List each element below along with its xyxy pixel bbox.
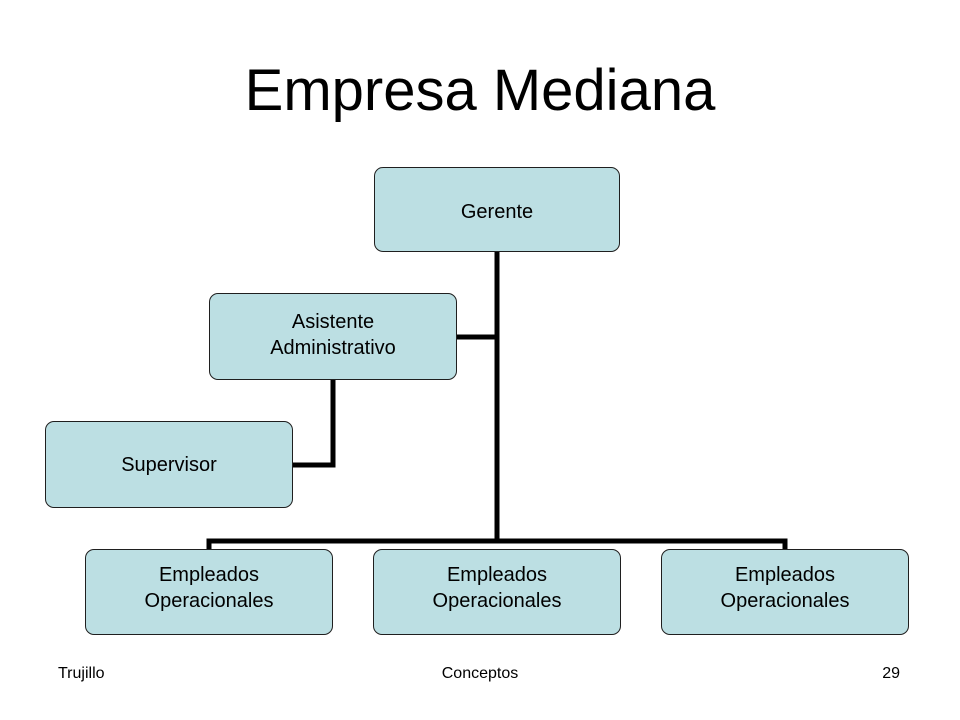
footer-left-text: Trujillo bbox=[58, 665, 105, 682]
footer-center-text: Conceptos bbox=[441, 665, 519, 682]
node-employee-label: Empleados Operacionales bbox=[432, 564, 562, 612]
node-gerente: Gerente bbox=[374, 167, 620, 252]
node-employee-label: Empleados Operacionales bbox=[144, 564, 274, 612]
node-empleados-operacionales-2: Empleados Operacionales bbox=[373, 549, 621, 635]
slide-title: Empresa Mediana bbox=[244, 58, 716, 123]
footer-page-number: 29 bbox=[882, 665, 900, 682]
node-asistente-administrativo: Asistente Administrativo bbox=[209, 293, 457, 380]
node-gerente-label: Gerente bbox=[460, 201, 534, 223]
node-empleados-operacionales-3: Empleados Operacionales bbox=[661, 549, 909, 635]
node-supervisor-label: Supervisor bbox=[121, 453, 217, 476]
node-employee-label: Empleados Operacionales bbox=[720, 564, 850, 612]
node-asistente-label: Asistente Administrativo bbox=[270, 311, 396, 359]
node-empleados-operacionales-1: Empleados Operacionales bbox=[85, 549, 333, 635]
connector-supervisor bbox=[290, 377, 336, 468]
node-supervisor: Supervisor bbox=[45, 421, 293, 508]
